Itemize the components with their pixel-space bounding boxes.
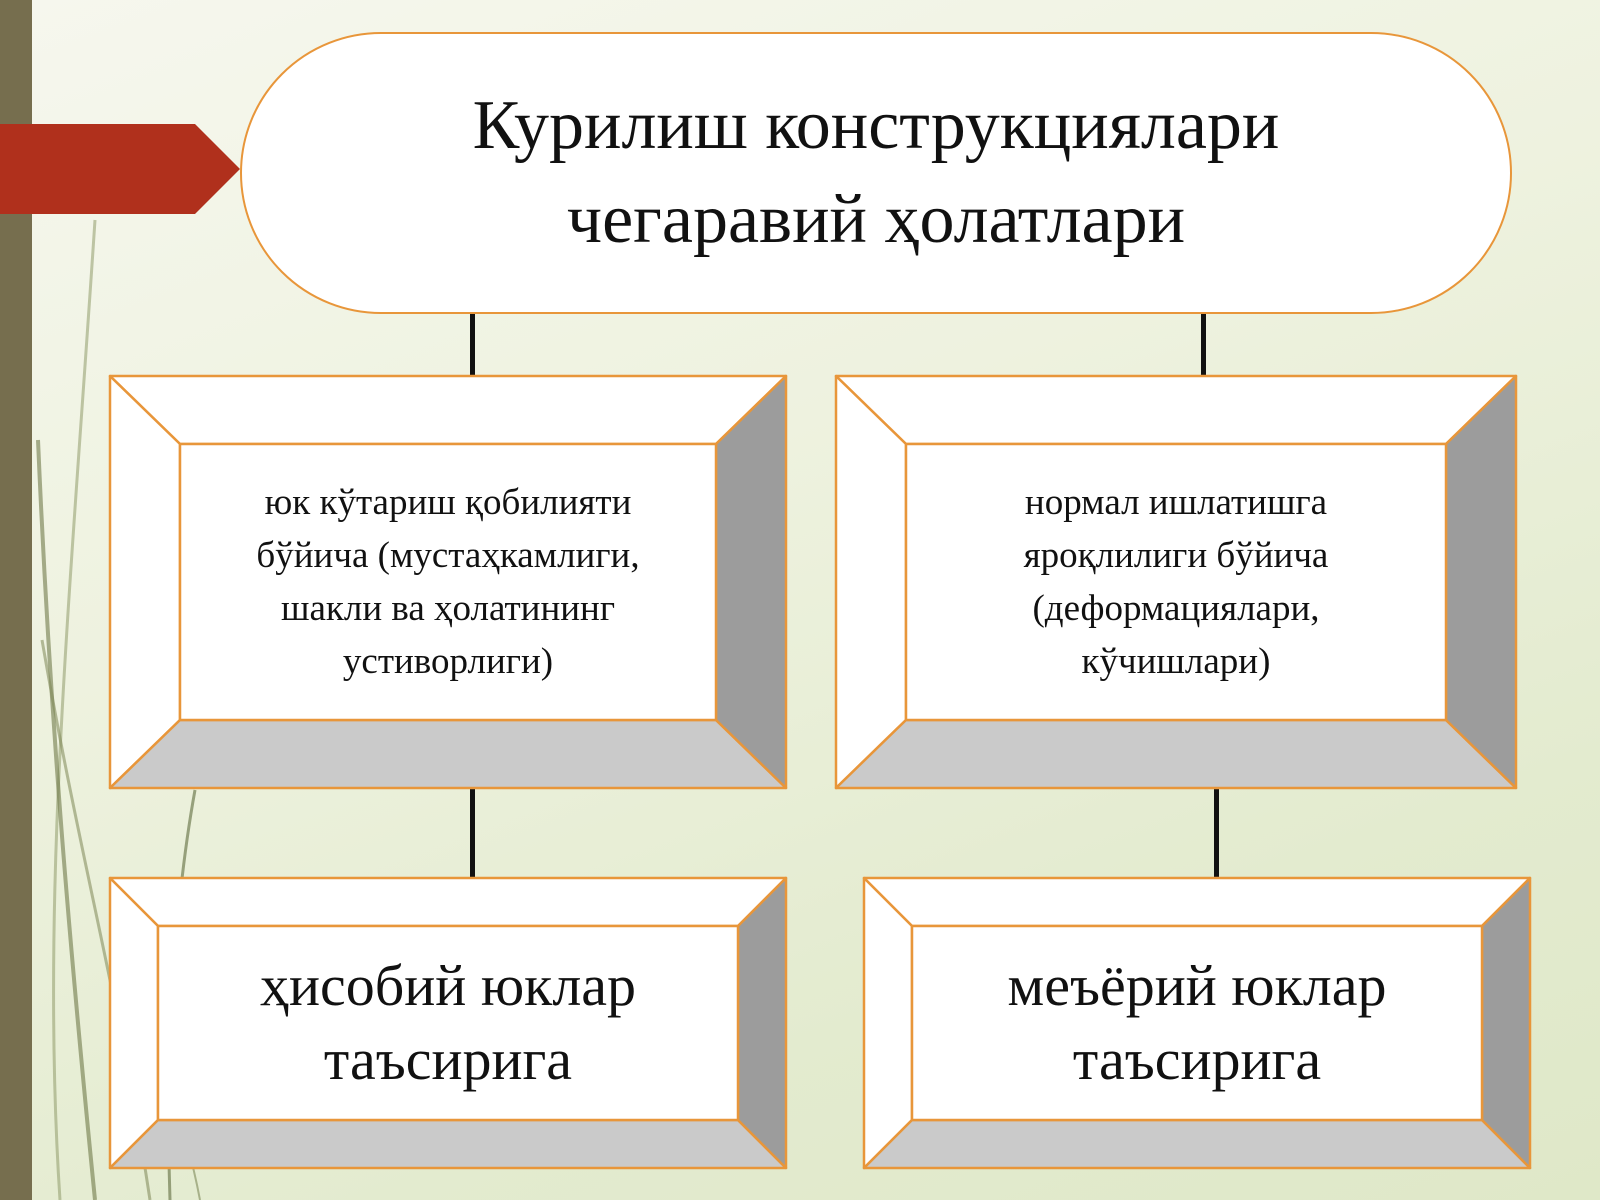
box-serviceability-text: нормал ишлатишга яроқлилиги бўйича (дефо… (1023, 482, 1329, 682)
box-design-loads: ҳисобий юклар таъсирига (108, 876, 788, 1170)
bevel-bottom-face (862, 1118, 1532, 1170)
bevel-right-face (1444, 374, 1518, 790)
box-normative-loads-text: меъёрий юклар таъсирига (1007, 953, 1387, 1092)
box-load-capacity-text: юк кўтариш қобилияти бўйича (мустаҳкамли… (256, 482, 640, 682)
bevel-inner-face (156, 924, 740, 1122)
connector-title-left (470, 314, 475, 376)
bevel-left-face (834, 374, 908, 790)
bevel-right-face (736, 876, 788, 1170)
bevel-bottom-face (108, 718, 788, 790)
bevel-right-face (714, 374, 788, 790)
bevel-inner-face (910, 924, 1484, 1122)
bevel-left-face (862, 876, 914, 1170)
box-load-capacity: юк кўтариш қобилияти бўйича (мустаҳкамли… (108, 374, 788, 790)
bevel-top-face (108, 876, 788, 928)
bevel-top-face (862, 876, 1532, 928)
connector-right-vertical (1214, 788, 1219, 878)
box-design-loads-text: ҳисобий юклар таъсирига (259, 953, 637, 1092)
diagram-title: Курилиш конструкциялари чегаравий ҳолатл… (472, 87, 1280, 258)
bevel-top-face (834, 374, 1518, 446)
bevel-inner-face (178, 442, 718, 722)
box-normative-loads: меъёрий юклар таъсирига (862, 876, 1532, 1170)
connector-left-vertical (470, 788, 475, 878)
title-pointer-arrow (0, 124, 240, 214)
bevel-inner-face (904, 442, 1448, 722)
bevel-right-face (1480, 876, 1532, 1170)
bevel-bottom-face (834, 718, 1518, 790)
bevel-bottom-face (108, 1118, 788, 1170)
bevel-left-face (108, 374, 182, 790)
bevel-top-face (108, 374, 788, 446)
title-box: Курилиш конструкциялари чегаравий ҳолатл… (240, 32, 1512, 314)
bevel-left-face (108, 876, 160, 1170)
box-serviceability: нормал ишлатишга яроқлилиги бўйича (дефо… (834, 374, 1518, 790)
connector-title-right (1201, 314, 1206, 376)
